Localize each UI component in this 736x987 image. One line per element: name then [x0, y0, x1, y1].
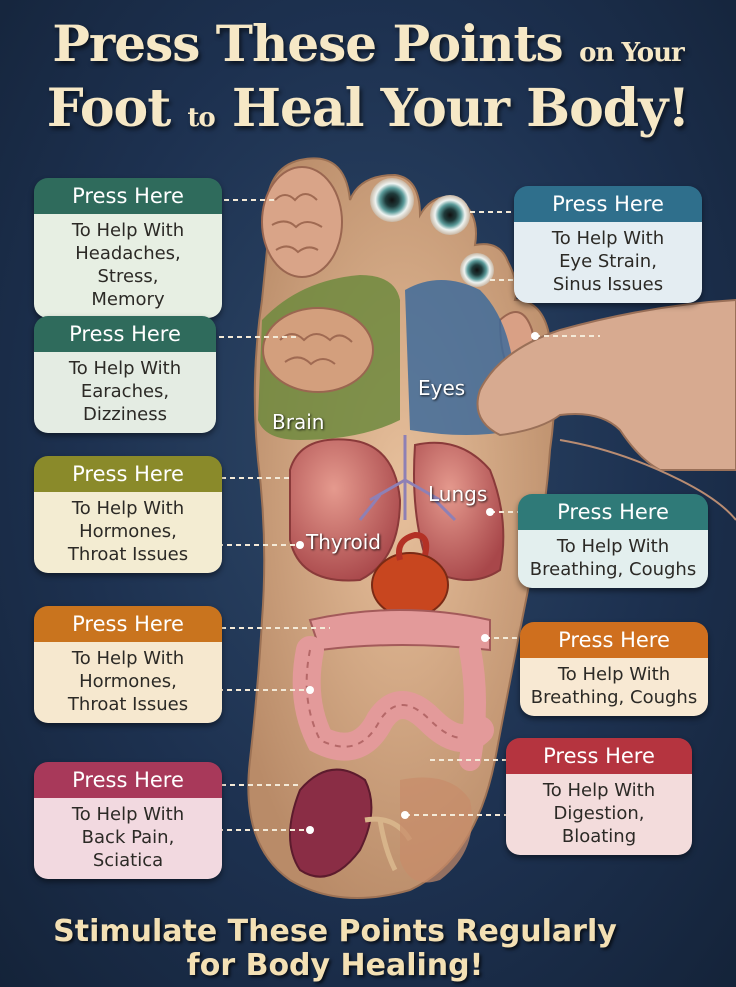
region-label-eyes: Eyes	[418, 376, 466, 400]
card-eye-strain: Press Here To Help With Eye Strain, Sinu…	[514, 186, 702, 303]
card-line: To Help With	[71, 498, 185, 519]
card-header: Press Here	[506, 738, 692, 774]
card-line: To Help With	[556, 536, 670, 557]
card-earaches: Press Here To Help With Earaches, Dizzin…	[34, 316, 216, 433]
region-label-lungs: Lungs	[428, 482, 488, 506]
card-hormones-2: Press Here To Help With Hormones, Throat…	[34, 606, 222, 723]
card-header: Press Here	[520, 622, 708, 658]
card-body: To Help With Eye Strain, Sinus Issues	[514, 222, 702, 303]
card-body: To Help With Breathing, Coughs	[518, 530, 708, 588]
title-line-1: Press These Points on Your	[0, 14, 736, 73]
card-hormones-1: Press Here To Help With Hormones, Throat…	[34, 456, 222, 573]
title-small-1: on Your	[579, 38, 685, 68]
card-line: To Help With	[542, 780, 656, 801]
card-header: Press Here	[34, 178, 222, 214]
region-label-brain: Brain	[272, 410, 325, 434]
card-line: Sciatica	[92, 850, 164, 871]
card-line: Throat Issues	[67, 694, 189, 715]
card-header: Press Here	[518, 494, 708, 530]
card-line: Back Pain,	[81, 827, 175, 848]
card-breathing-2: Press Here To Help With Breathing, Cough…	[520, 622, 708, 716]
footer-line-2: for Body Healing!	[186, 948, 484, 983]
card-line: To Help With	[71, 804, 185, 825]
card-header: Press Here	[34, 316, 216, 352]
card-line: Earaches,	[80, 381, 170, 402]
title-small-2: to	[187, 103, 215, 133]
card-line: Hormones,	[79, 521, 177, 542]
title-main-2a: Foot	[46, 78, 171, 139]
card-line: Hormones,	[79, 671, 177, 692]
card-line: Breathing, Coughs	[530, 687, 698, 708]
card-header: Press Here	[34, 762, 222, 798]
card-header: Press Here	[514, 186, 702, 222]
card-digestion: Press Here To Help With Digestion, Bloat…	[506, 738, 692, 855]
card-header: Press Here	[34, 606, 222, 642]
card-line: To Help With	[71, 220, 185, 241]
card-line: Breathing, Coughs	[529, 559, 697, 580]
intestines-icon	[308, 609, 491, 652]
card-line: To Help With	[557, 664, 671, 685]
heart-icon	[371, 552, 449, 618]
card-line: Memory	[91, 289, 165, 310]
card-body: To Help With Breathing, Coughs	[520, 658, 708, 716]
footer-line-1: Stimulate These Points Regularly	[53, 914, 617, 949]
eye-icon	[370, 178, 414, 222]
title-main-2b: Heal Your Body!	[231, 78, 690, 139]
card-line: Eye Strain,	[559, 251, 657, 272]
card-line: To Help With	[551, 228, 665, 249]
card-headaches: Press Here To Help With Headaches, Stres…	[34, 178, 222, 318]
card-line: Dizziness	[83, 404, 167, 425]
card-header: Press Here	[34, 456, 222, 492]
card-body: To Help With Hormones, Throat Issues	[34, 492, 222, 573]
card-body: To Help With Earaches, Dizziness	[34, 352, 216, 433]
card-line: Headaches, Stress,	[75, 243, 181, 287]
card-breathing-1: Press Here To Help With Breathing, Cough…	[518, 494, 708, 588]
title-main-1: Press These Points	[52, 14, 563, 73]
kidney-icon	[289, 768, 373, 878]
card-line: To Help With	[68, 358, 182, 379]
card-body: To Help With Headaches, Stress, Memory	[34, 214, 222, 318]
lungs-icon	[289, 438, 402, 582]
region-label-thyroid: Thyroid	[306, 530, 381, 554]
card-body: To Help With Hormones, Throat Issues	[34, 642, 222, 723]
card-body: To Help With Back Pain, Sciatica	[34, 798, 222, 879]
card-line: Sinus Issues	[552, 274, 664, 295]
title-line-2: Foot to Heal Your Body!	[0, 78, 736, 139]
card-line: To Help With	[71, 648, 185, 669]
card-back-pain: Press Here To Help With Back Pain, Sciat…	[34, 762, 222, 879]
card-body: To Help With Digestion, Bloating	[506, 774, 692, 855]
card-line: Digestion, Bloating	[553, 803, 645, 847]
card-line: Throat Issues	[67, 544, 189, 565]
